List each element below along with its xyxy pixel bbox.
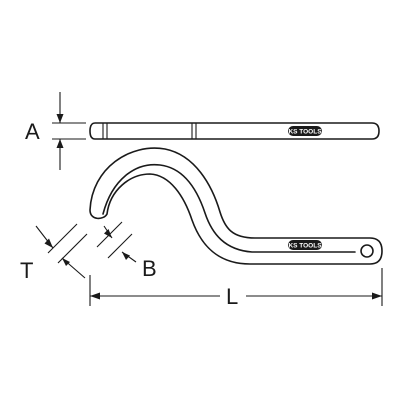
- svg-text:KS TOOLS: KS TOOLS: [288, 129, 322, 136]
- dimension-t-label: T: [20, 258, 33, 283]
- dimension-b: B: [96, 221, 157, 281]
- ks-tools-logo: KS TOOLS: [288, 126, 322, 136]
- dimension-a-label: A: [25, 119, 40, 144]
- ks-tools-logo-front: KS TOOLS: [288, 240, 322, 250]
- svg-text:KS TOOLS: KS TOOLS: [288, 243, 322, 250]
- dimension-l-label: L: [226, 284, 238, 309]
- dimension-a: A: [25, 92, 86, 170]
- dimension-t: T: [20, 223, 88, 283]
- dimension-l: L: [89, 268, 383, 309]
- wrench-front-view: [89, 147, 383, 265]
- dimension-b-label: B: [142, 256, 157, 281]
- wrench-side-view: [89, 122, 380, 140]
